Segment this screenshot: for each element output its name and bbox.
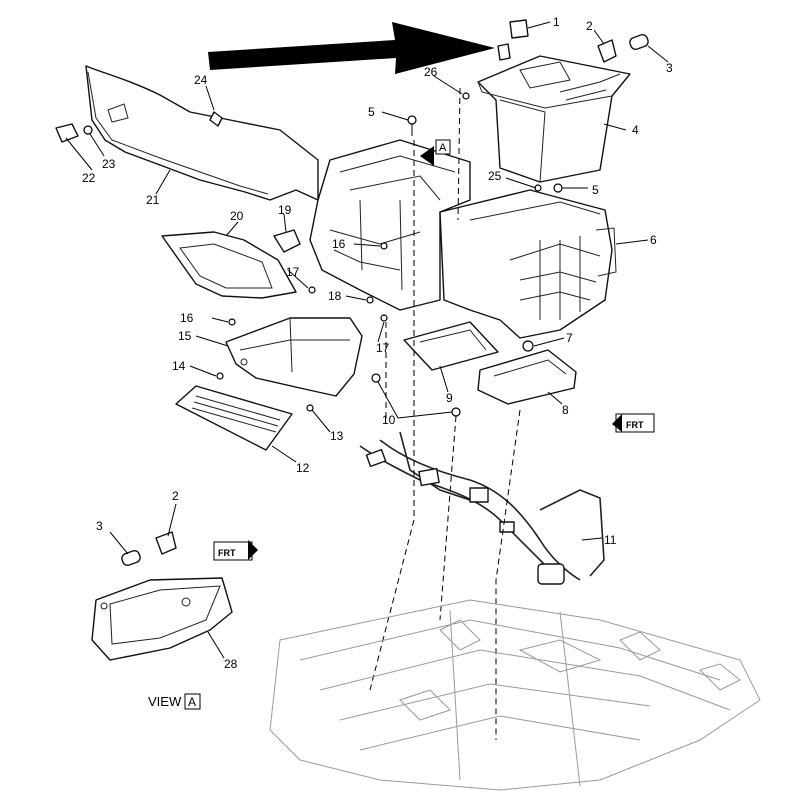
direction-arrow: [208, 22, 495, 74]
callout-23: 23: [102, 157, 116, 171]
callout-12: 12: [296, 461, 310, 475]
part-22-clip: [55, 123, 79, 143]
part-14-screw: [216, 372, 224, 380]
callout-18: 18: [328, 289, 342, 303]
view-label: VIEW: [148, 694, 182, 709]
part-9-bracket: [403, 321, 499, 371]
part-13-screw: [306, 404, 314, 412]
callout-labels: 1 2 3 4 5 5 6 7 8 9 10 11 12 13 14 15 16…: [82, 15, 673, 671]
callout-21: 21: [146, 193, 160, 207]
part-6-rear-bracket: [439, 189, 617, 339]
part-10-screw-a: [451, 407, 461, 417]
part-5-screw-top: [407, 115, 417, 125]
callout-19: 19: [278, 203, 292, 217]
part-16-screw-lower: [228, 318, 236, 326]
part-20-bezel: [161, 231, 297, 299]
callout-22: 22: [82, 171, 96, 185]
frt-arrow-right: FRT: [612, 413, 655, 433]
leader-lines: [65, 21, 669, 659]
callout-6: 6: [650, 233, 657, 247]
view-a-pointer: A: [420, 139, 451, 166]
callout-28: 28: [224, 657, 238, 671]
callout-26: 26: [424, 65, 438, 79]
callout-7: 7: [566, 331, 573, 345]
callout-13: 13: [330, 429, 344, 443]
part-17-screw-b: [380, 314, 388, 322]
part-28-bracket-view-a: [91, 577, 233, 661]
callout-2: 2: [172, 489, 179, 503]
frt-label-right: FRT: [626, 420, 644, 430]
part-8-bracket: [477, 349, 577, 405]
part-19-bracket: [273, 229, 301, 253]
part-5-screw-bin: [553, 183, 563, 193]
view-a-part-2-bracket: [155, 531, 177, 555]
callout-9: 9: [446, 391, 453, 405]
frt-label-left: FRT: [218, 548, 236, 558]
callout-25: 25: [488, 169, 502, 183]
part-17-screw-a: [308, 286, 316, 294]
part-15-lower-trim: [225, 317, 363, 397]
vehicle-floor-outline: [269, 599, 761, 791]
callout-3: 3: [96, 519, 103, 533]
view-marker: A: [188, 695, 196, 709]
callout-14: 14: [172, 359, 186, 373]
callout-2: 2: [586, 19, 593, 33]
fasteners: [216, 92, 563, 417]
part-4-storage-bin: [477, 55, 631, 183]
callout-16: 16: [332, 237, 346, 251]
callout-20: 20: [230, 209, 244, 223]
view-a-pointer-label: A: [439, 142, 447, 154]
part-1-connector: [497, 43, 511, 61]
callout-17: 17: [286, 265, 300, 279]
part-11-wiring-harness: [359, 431, 605, 585]
callout-8: 8: [562, 403, 569, 417]
callout-17: 17: [376, 341, 390, 355]
part-23-washer: [83, 125, 93, 135]
part-3-socket: [629, 33, 649, 51]
part-2-bracket: [597, 39, 617, 63]
part-12-trim-panel: [175, 385, 293, 451]
part-18-screw: [366, 296, 374, 304]
part-7-nut: [522, 340, 534, 352]
part-21-side-trim-panel: [85, 65, 319, 201]
callout-16: 16: [180, 311, 194, 325]
frt-arrow-left: FRT: [213, 540, 258, 561]
callout-5: 5: [592, 183, 599, 197]
callout-24: 24: [194, 73, 208, 87]
part-26-clip: [462, 92, 470, 100]
callout-1: 1: [553, 15, 560, 29]
part-10-screw-b: [371, 373, 381, 383]
part-16-screw-frame: [380, 242, 388, 250]
callout-5: 5: [368, 105, 375, 119]
view-a-part-3-socket: [121, 549, 141, 567]
part-24-screw: [209, 111, 223, 127]
part-1-switch: [509, 19, 529, 39]
console-frame: [309, 139, 471, 311]
callout-4: 4: [632, 123, 639, 137]
projection-lines: [369, 87, 521, 740]
callout-15: 15: [178, 329, 192, 343]
callout-10: 10: [382, 413, 396, 427]
view-a-caption: VIEW A: [148, 693, 201, 710]
callout-11: 11: [604, 533, 617, 547]
callout-3: 3: [666, 61, 673, 75]
